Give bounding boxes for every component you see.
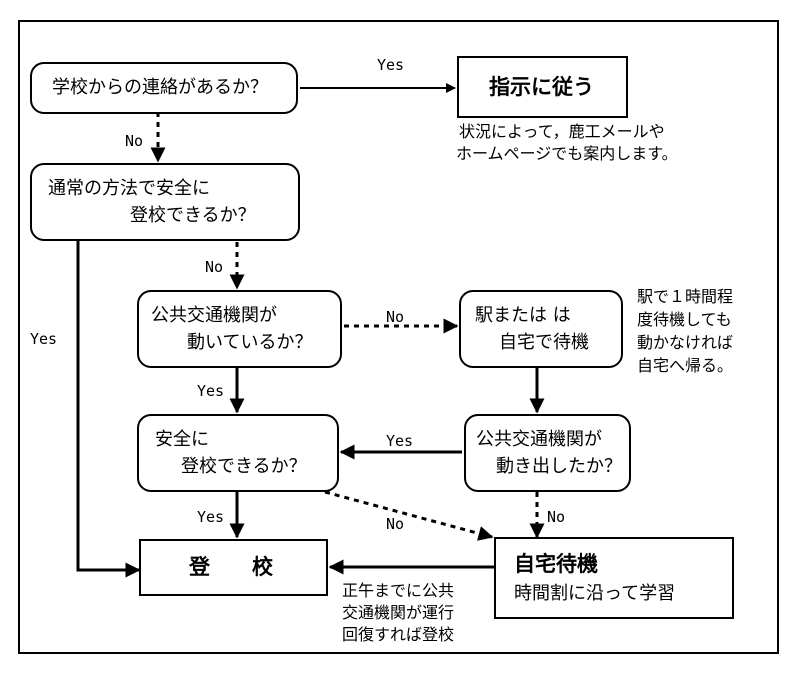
node-wait-line2: 自宅で待機 bbox=[499, 332, 589, 353]
node-transit-line2: 動いているか？ bbox=[187, 332, 313, 353]
label-yes-normal: Yes bbox=[30, 330, 58, 348]
label-no-normal: No bbox=[205, 258, 224, 276]
node-attend: 登 校 bbox=[139, 539, 328, 596]
note-follow-line1: 状況によって，鹿工メールや bbox=[459, 122, 665, 141]
label-no-resumed: No bbox=[547, 508, 566, 526]
arrow-normal-to-attend bbox=[76, 240, 141, 578]
note-noon-line3: 回復すれば登校 bbox=[342, 625, 455, 644]
note-noon-line2: 交通機関が運行 bbox=[342, 603, 455, 622]
note-station-line1: 駅で１時間程 bbox=[637, 287, 734, 306]
label-yes-transit: Yes bbox=[197, 382, 225, 400]
node-safe-line2: 登校できるか？ bbox=[181, 456, 307, 477]
label-yes-contact: Yes bbox=[377, 56, 405, 74]
label-yes-safe: Yes bbox=[197, 508, 225, 526]
node-transit-line1: 公共交通機関が bbox=[151, 305, 277, 326]
node-normal-line2: 登校できるか？ bbox=[130, 205, 256, 226]
node-follow: 指示に従う bbox=[457, 56, 628, 118]
node-resumed-line1: 公共交通機関が bbox=[476, 429, 602, 450]
label-no-transit: No bbox=[386, 308, 405, 326]
diagram-frame bbox=[18, 20, 779, 654]
note-follow-line2: ホームページでも案内します。 bbox=[456, 144, 678, 163]
label-no-contact: No bbox=[125, 132, 144, 150]
node-home: 自宅待機 時間割に沿って学習 bbox=[494, 537, 734, 619]
note-station-line2: 度待機しても bbox=[637, 310, 732, 329]
note-noon-line1: 正午までに公共 bbox=[342, 581, 455, 600]
node-home-line2: 時間割に沿って学習 bbox=[514, 583, 676, 604]
node-normal: 通常の方法で安全に 登校できるか？ bbox=[30, 163, 300, 241]
note-station-line3: 動かなければ bbox=[637, 333, 734, 352]
node-home-line1: 自宅待機 bbox=[514, 552, 598, 576]
node-safe-line1: 安全に bbox=[155, 429, 209, 450]
node-resumed-line2: 動き出したか？ bbox=[496, 456, 622, 477]
node-transit: 公共交通機関が 動いているか？ bbox=[137, 290, 342, 368]
node-attend-text: 登 校 bbox=[189, 555, 273, 579]
node-contact: 学校からの連絡があるか？ bbox=[30, 62, 298, 114]
node-safe: 安全に 登校できるか？ bbox=[137, 414, 339, 492]
node-follow-text: 指示に従う bbox=[489, 75, 594, 99]
node-contact-text: 学校からの連絡があるか？ bbox=[52, 77, 268, 98]
label-yes-resumed: Yes bbox=[386, 432, 414, 450]
label-no-safe: No bbox=[386, 515, 405, 533]
note-station-line4: 自宅へ帰る。 bbox=[637, 356, 734, 375]
node-wait-line1: 駅または は bbox=[475, 305, 571, 326]
node-normal-line1: 通常の方法で安全に bbox=[48, 178, 210, 199]
node-resumed: 公共交通機関が 動き出したか？ bbox=[464, 414, 631, 492]
arrow-safe-to-home bbox=[324, 490, 494, 541]
node-wait-station: 駅または は 自宅で待機 bbox=[459, 290, 623, 368]
